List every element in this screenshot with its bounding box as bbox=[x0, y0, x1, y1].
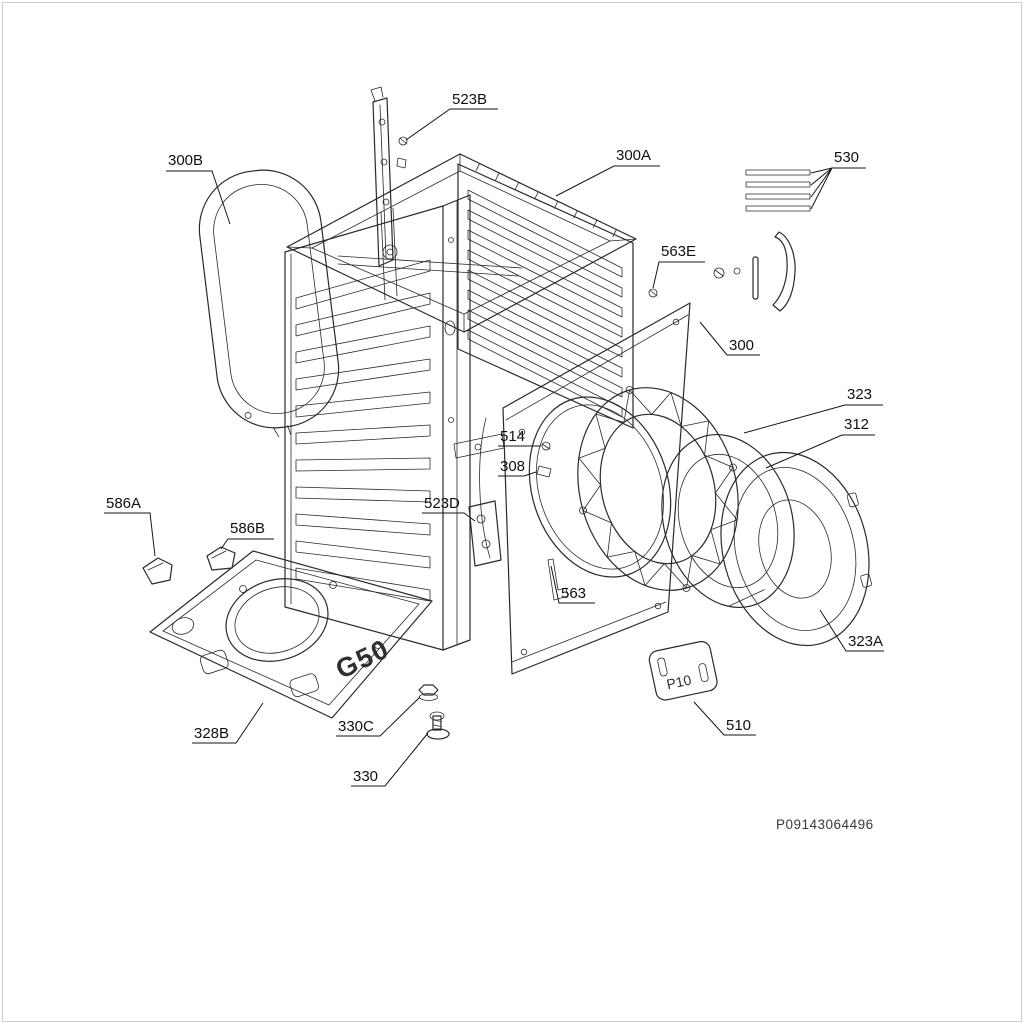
foot-330 bbox=[426, 711, 450, 740]
nut-330C bbox=[418, 684, 439, 701]
door-assembly-323A bbox=[720, 451, 872, 647]
screw-514 bbox=[541, 441, 551, 451]
leader-510 bbox=[693, 701, 756, 736]
brace-marking-text: P10 bbox=[665, 671, 693, 692]
part-label-330: 330 bbox=[353, 768, 378, 785]
leader-330 bbox=[351, 732, 429, 787]
leader-586A bbox=[104, 512, 156, 557]
part-label-586B: 586B bbox=[230, 520, 265, 537]
leader-308 bbox=[498, 471, 537, 477]
bracket-563 bbox=[547, 558, 569, 601]
door-inner-frame-312 bbox=[661, 433, 795, 609]
leader-563 bbox=[550, 565, 595, 604]
part-label-563: 563 bbox=[561, 585, 586, 602]
part-label-523D: 523D bbox=[424, 495, 460, 512]
part-label-523B: 523B bbox=[452, 91, 487, 108]
clip-308 bbox=[536, 465, 552, 478]
clip-586A bbox=[142, 557, 173, 585]
door-hinge-ring-323 bbox=[577, 386, 739, 592]
part-label-328B: 328B bbox=[194, 725, 229, 742]
door-seal-300B bbox=[198, 169, 340, 438]
part-label-586A: 586A bbox=[106, 495, 141, 512]
rear-panel-300A bbox=[457, 163, 634, 429]
leader-300 bbox=[699, 321, 760, 356]
document-number: P09143064496 bbox=[776, 817, 874, 832]
part-label-308: 308 bbox=[500, 458, 525, 475]
part-label-300B: 300B bbox=[168, 152, 203, 169]
leader-523B bbox=[405, 108, 498, 141]
hinge-parts-530 bbox=[713, 169, 811, 312]
top-bracket-523B bbox=[370, 86, 408, 267]
front-panel-300 bbox=[502, 302, 691, 675]
part-label-563E: 563E bbox=[661, 243, 696, 260]
part-label-312: 312 bbox=[844, 416, 869, 433]
part-label-330C: 330C bbox=[338, 718, 374, 735]
leader-563E bbox=[652, 261, 705, 289]
bracket-523D bbox=[468, 500, 502, 567]
leader-328B bbox=[192, 702, 264, 744]
leader-523D bbox=[422, 512, 476, 522]
leader-312 bbox=[765, 434, 875, 469]
part-label-300A: 300A bbox=[616, 147, 651, 164]
part-label-530: 530 bbox=[834, 149, 859, 166]
shipping-brace-510: P10 bbox=[648, 640, 718, 701]
leader-323A bbox=[819, 609, 884, 652]
cabinet-frame bbox=[286, 153, 637, 651]
left-side-panel bbox=[284, 205, 444, 651]
part-label-323: 323 bbox=[847, 386, 872, 403]
screw-563E bbox=[648, 288, 658, 298]
leader-586B bbox=[220, 538, 274, 550]
part-label-514: 514 bbox=[500, 428, 525, 445]
base-marking-text: G50 bbox=[331, 633, 394, 684]
part-label-323A: 323A bbox=[848, 633, 883, 650]
leader-323 bbox=[743, 404, 883, 434]
leader-300B bbox=[166, 170, 231, 225]
clip-586B bbox=[206, 546, 236, 571]
part-label-300: 300 bbox=[729, 337, 754, 354]
leader-300A bbox=[555, 165, 660, 197]
leader-330C bbox=[336, 696, 421, 737]
leader-530 bbox=[810, 167, 866, 210]
part-label-510: 510 bbox=[726, 717, 751, 734]
